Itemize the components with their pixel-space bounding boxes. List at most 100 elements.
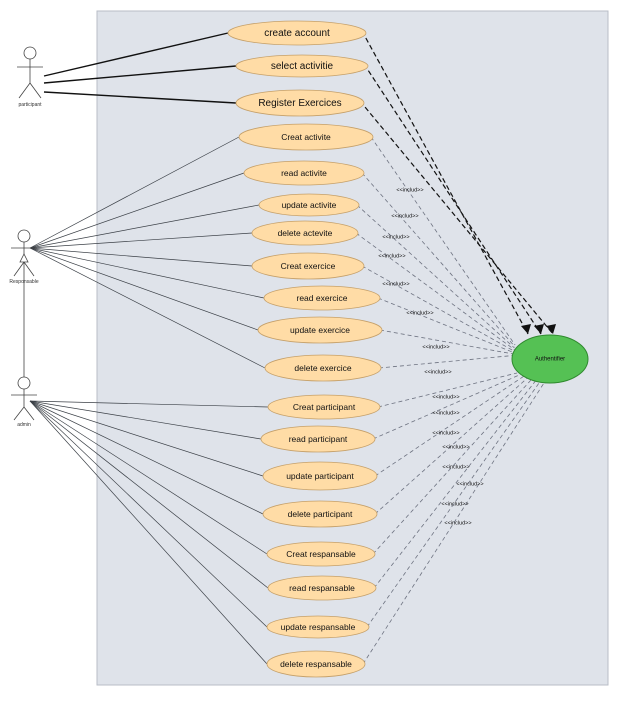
use-case-ellipse[interactable] <box>243 160 365 186</box>
include-creat-participant <box>377 372 518 408</box>
use-case-ellipse[interactable] <box>235 89 365 117</box>
use-case-label: create account <box>264 28 330 39</box>
use-case-ellipse[interactable] <box>257 316 383 344</box>
use-case-ellipse[interactable] <box>238 123 374 151</box>
use-case-delete-actevite[interactable]: delete actevite <box>251 220 359 246</box>
association-update-exercice <box>29 247 259 331</box>
include-read-participant <box>372 373 522 440</box>
use-case-register-exercices[interactable]: Register Exercices <box>235 89 365 117</box>
use-case-read-respansable[interactable]: read respansable <box>267 575 377 601</box>
use-case-delete-exercice[interactable]: delete exercice <box>264 354 382 382</box>
use-case-creat-activite[interactable]: Creat activite <box>238 123 374 151</box>
use-case-ellipse[interactable] <box>235 54 369 78</box>
include-label: <<includ>> <box>406 310 433 316</box>
use-case-delete-participant[interactable]: delete participant <box>262 500 378 528</box>
association-delete-participant <box>29 400 264 515</box>
include-label: <<includ>> <box>422 344 449 350</box>
include-labels: <<includ>> <<includ>> <<includ>> <<includ>>… <box>378 187 483 526</box>
include-create-account <box>361 30 529 335</box>
use-case-creat-participant[interactable]: Creat participant <box>267 394 381 420</box>
participant-left-leg <box>18 82 31 99</box>
use-case-creat-respansable[interactable]: Creat respansable <box>266 541 376 567</box>
include-update-exercice <box>379 329 514 355</box>
include-update-activite <box>356 204 515 349</box>
authentifier-label: Authentifier <box>535 357 565 363</box>
use-case-ellipse[interactable] <box>262 500 378 528</box>
association-delete-actevite <box>29 232 253 249</box>
admin-head <box>17 376 31 390</box>
include-label: <<includ>> <box>432 410 459 416</box>
use-case-delete-respansable[interactable]: delete respansable <box>266 650 366 678</box>
include-creat-exercice <box>361 265 515 352</box>
use-case-label: Creat respansable <box>286 549 356 559</box>
include-label: <<includ>> <box>442 444 469 450</box>
association-update-participant <box>29 400 264 477</box>
authentifier-use-case[interactable]: Authentifier <box>511 334 589 384</box>
use-case-label: update exercice <box>290 325 350 335</box>
connector-lines <box>29 30 556 665</box>
use-case-ellipse[interactable] <box>267 394 381 420</box>
use-case-label: delete participant <box>288 509 353 519</box>
participant-label: participant <box>18 102 42 108</box>
use-case-label: read activite <box>281 168 327 178</box>
use-case-creat-exercice[interactable]: Creat exercice <box>251 252 365 280</box>
generalization-arrowhead <box>19 253 29 263</box>
include-register-exercices <box>359 100 554 335</box>
association-select-activitie <box>43 65 237 84</box>
use-case-label: Creat exercice <box>281 261 336 271</box>
use-case-create-account[interactable]: create account <box>227 20 367 46</box>
include-label: <<includ>> <box>396 187 423 193</box>
association-delete-exercice <box>29 247 266 369</box>
use-case-update-participant[interactable]: update participant <box>262 461 378 491</box>
use-case-ellipse[interactable] <box>251 220 359 246</box>
use-case-select-activitie[interactable]: select activitie <box>235 54 369 78</box>
authentifier-ellipse[interactable] <box>511 334 589 384</box>
include-delete-actevite <box>355 232 515 350</box>
use-case-read-exercice[interactable]: read exercice <box>263 285 381 311</box>
use-case-ellipse[interactable] <box>227 20 367 46</box>
use-case-update-respansable[interactable]: update respansable <box>266 615 370 639</box>
use-case-label: read exercice <box>296 293 347 303</box>
include-label: <<includ>> <box>442 464 469 470</box>
include-update-respansable <box>366 379 542 628</box>
association-read-participant <box>29 400 262 440</box>
include-label: <<includ>> <box>391 213 418 219</box>
include-select-activitie <box>363 63 542 335</box>
use-case-ellipse[interactable] <box>258 193 360 217</box>
use-case-ellipse[interactable] <box>266 541 376 567</box>
use-case-read-participant[interactable]: read participant <box>260 425 376 453</box>
use-case-ellipse[interactable] <box>266 615 370 639</box>
use-case-ellipse[interactable] <box>251 252 365 280</box>
use-case-ellipse[interactable] <box>267 575 377 601</box>
association-read-activite <box>29 172 245 249</box>
admin-left-leg <box>13 406 25 421</box>
association-creat-participant <box>29 400 269 408</box>
responsable-left-leg <box>13 261 25 277</box>
use-case-ellipse[interactable] <box>264 354 382 382</box>
use-case-read-activite[interactable]: read activite <box>243 160 365 186</box>
association-delete-respansable <box>29 400 268 665</box>
include-read-activite <box>361 172 516 347</box>
participant-actor: participant <box>17 46 43 108</box>
include-delete-exercice <box>378 355 514 369</box>
use-case-label: delete respansable <box>280 659 352 669</box>
include-read-respansable <box>373 378 538 589</box>
use-case-label: read participant <box>289 434 348 444</box>
include-label: <<includ>> <box>378 253 405 259</box>
association-creat-respansable <box>29 400 268 555</box>
use-case-ellipse[interactable] <box>263 285 381 311</box>
use-case-ellipse[interactable] <box>260 425 376 453</box>
use-case-label: Register Exercices <box>258 98 341 109</box>
include-label: <<includ>> <box>432 394 459 400</box>
use-case-ellipse[interactable] <box>262 461 378 491</box>
include-label: <<includ>> <box>441 501 468 507</box>
participant-right-leg <box>29 82 42 99</box>
use-case-update-exercice[interactable]: update exercice <box>257 316 383 344</box>
use-case-label: update participant <box>286 471 354 481</box>
include-creat-activite <box>370 136 516 346</box>
use-case-update-activite[interactable]: update activite <box>258 193 360 217</box>
include-arrowhead-select-activitie <box>534 324 544 334</box>
use-case-ellipse[interactable] <box>266 650 366 678</box>
include-label: <<includ>> <box>432 430 459 436</box>
